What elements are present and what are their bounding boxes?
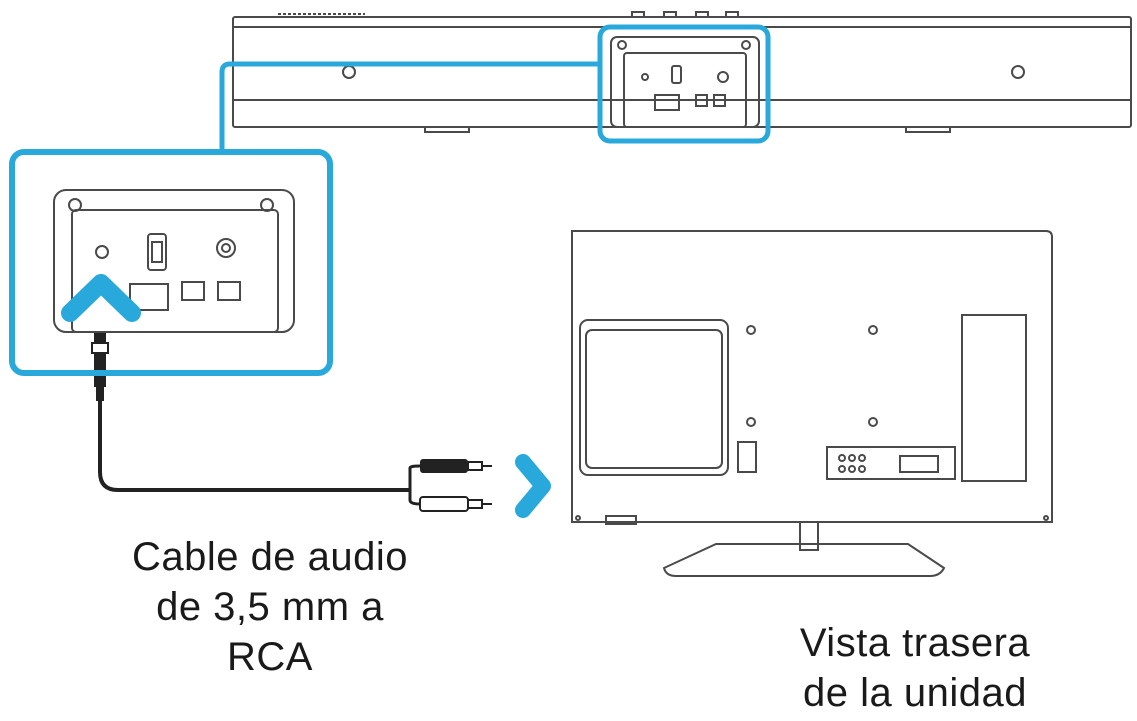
port-panel-closeup [53, 189, 295, 333]
view-caption-line-1: Vista trasera [799, 621, 1031, 665]
cable-caption-line-3: RCA [227, 635, 313, 679]
highlight-callouts [9, 24, 771, 376]
optical-port-icon [181, 281, 205, 301]
coaxial-port-icon [217, 281, 241, 301]
tv-rear-view [571, 230, 1053, 577]
cable-caption: Cable de audio de 3,5 mm a RCA [100, 532, 440, 682]
chevron-up-icon [61, 274, 141, 322]
soundbar [232, 11, 1132, 133]
cable-caption-line-2: de 3,5 mm a [156, 585, 384, 629]
hdmi-port-icon [129, 283, 169, 311]
view-caption: Vista trasera de la unidad [735, 618, 1095, 718]
aux-jack-icon [95, 245, 109, 259]
cable-caption-line-1: Cable de audio [131, 535, 409, 579]
view-caption-line-2: de la unidad [803, 671, 1027, 715]
chevron-right-icon [515, 454, 551, 518]
audio-cable [91, 333, 492, 512]
usb-port-icon [147, 233, 167, 271]
